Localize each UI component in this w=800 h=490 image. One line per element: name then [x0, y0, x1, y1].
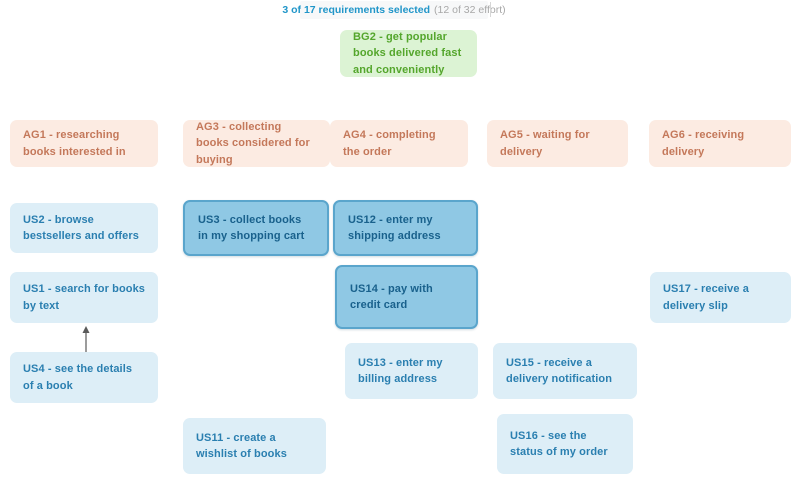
story-card-US11[interactable]: US11 - create a wishlist of books	[183, 418, 326, 474]
story-card-US16[interactable]: US16 - see the status of my order	[497, 414, 633, 474]
story-card-US13[interactable]: US13 - enter my billing address	[345, 343, 478, 399]
activity-card-AG3[interactable]: AG3 - collecting books considered for bu…	[183, 120, 330, 167]
card-label: US17 - receive a delivery slip	[663, 283, 749, 312]
story-card-US1[interactable]: US1 - search for books by text	[10, 272, 158, 323]
story-card-US2[interactable]: US2 - browse bestsellers and offers	[10, 203, 158, 253]
card-label: US16 - see the status of my order	[510, 429, 608, 459]
card-label: US13 - enter my billing address	[358, 356, 443, 386]
activity-card-AG6[interactable]: AG6 - receiving delivery	[649, 120, 791, 167]
story-card-US12[interactable]: US12 - enter my shipping address	[333, 200, 478, 256]
status-bar: 3 of 17 requirements selected (12 of 32 …	[282, 1, 506, 19]
activity-card-AG4[interactable]: AG4 - completing the order	[330, 120, 468, 167]
card-label: AG4 - completing the order	[343, 129, 436, 158]
card-label: AG5 - waiting for delivery	[500, 129, 590, 158]
card-label: AG1 - researching books interested in	[23, 129, 126, 158]
goal-card-BG2[interactable]: BG2 - get popular books delivered fast a…	[340, 30, 477, 77]
card-label: BG2 - get popular books delivered fast a…	[353, 30, 462, 76]
card-label: US1 - search for books by text	[23, 283, 146, 312]
story-card-US15[interactable]: US15 - receive a delivery notification	[493, 343, 637, 399]
card-label: US14 - pay with credit card	[350, 282, 433, 312]
status-divider	[490, 2, 491, 17]
card-label: US3 - collect books in my shopping cart	[198, 213, 305, 243]
story-card-US4[interactable]: US4 - see the details of a book	[10, 352, 158, 403]
status-selected-count: 3 of 17 requirements selected	[282, 4, 431, 16]
story-card-US17[interactable]: US17 - receive a delivery slip	[650, 272, 791, 323]
status-effort-count: (12 of 32 effort)	[434, 4, 506, 16]
card-label: US11 - create a wishlist of books	[196, 431, 287, 461]
activity-card-AG5[interactable]: AG5 - waiting for delivery	[487, 120, 628, 167]
card-label: US15 - receive a delivery notification	[506, 356, 613, 386]
card-label: US12 - enter my shipping address	[348, 213, 441, 243]
card-label: US2 - browse bestsellers and offers	[23, 213, 139, 243]
dependency-arrow-icon	[82, 326, 90, 352]
activity-card-AG1[interactable]: AG1 - researching books interested in	[10, 120, 158, 167]
card-label: US4 - see the details of a book	[23, 363, 133, 392]
story-card-US14[interactable]: US14 - pay with credit card	[335, 265, 478, 329]
story-card-US3[interactable]: US3 - collect books in my shopping cart	[183, 200, 329, 256]
card-label: AG3 - collecting books considered for bu…	[196, 120, 310, 166]
card-label: AG6 - receiving delivery	[662, 129, 745, 158]
